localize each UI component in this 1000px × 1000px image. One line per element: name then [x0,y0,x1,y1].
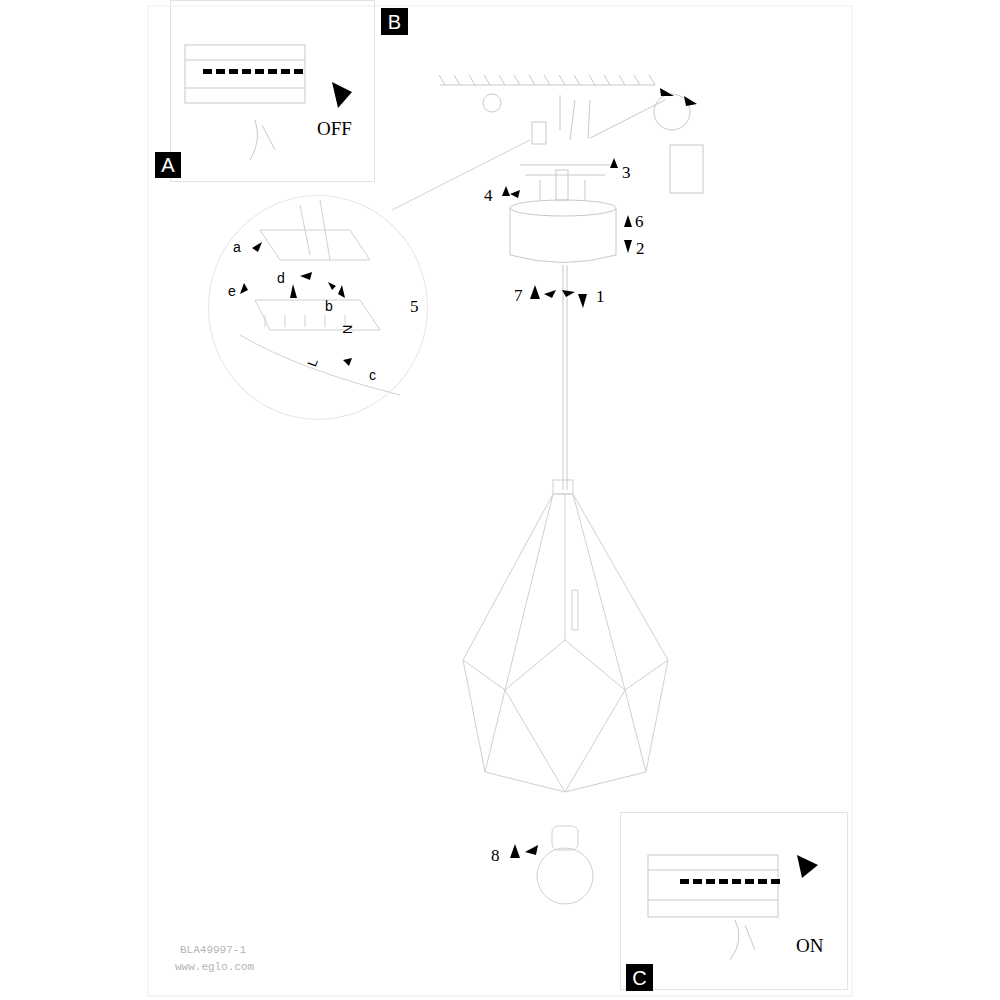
tag-letter: C [632,968,646,988]
power-panel: ON [620,812,848,990]
callout-number: 8 [491,847,500,864]
step-tag: A [155,152,181,178]
wire-label: d [277,271,285,285]
tag-letter: A [161,155,174,175]
wire-label: N [341,325,354,334]
callout-number: 1 [596,288,605,305]
step-tag: B [381,8,408,35]
callout-number: 3 [622,164,631,181]
callout-number: 7 [514,287,523,304]
step-tag: C [626,964,653,991]
switch-state: OFF [317,119,352,138]
power-panel: OFF [170,0,375,182]
callout-number: 5 [410,298,419,315]
footer-note: www.eglo.com [175,962,254,973]
callout-number: 6 [635,213,644,230]
wire-label: c [369,368,376,382]
callout-number: 2 [636,240,645,257]
switch-state: ON [796,936,823,955]
wire-label: e [228,284,236,298]
wire-label: b [325,299,333,313]
tag-letter: B [388,12,401,32]
detail-circle: a d e bN Lc [208,195,428,420]
wire-label: L [305,357,320,368]
footer-note: BLA49997-1 [180,945,246,956]
wire-label: a [233,240,241,254]
callout-number: 4 [484,187,493,204]
